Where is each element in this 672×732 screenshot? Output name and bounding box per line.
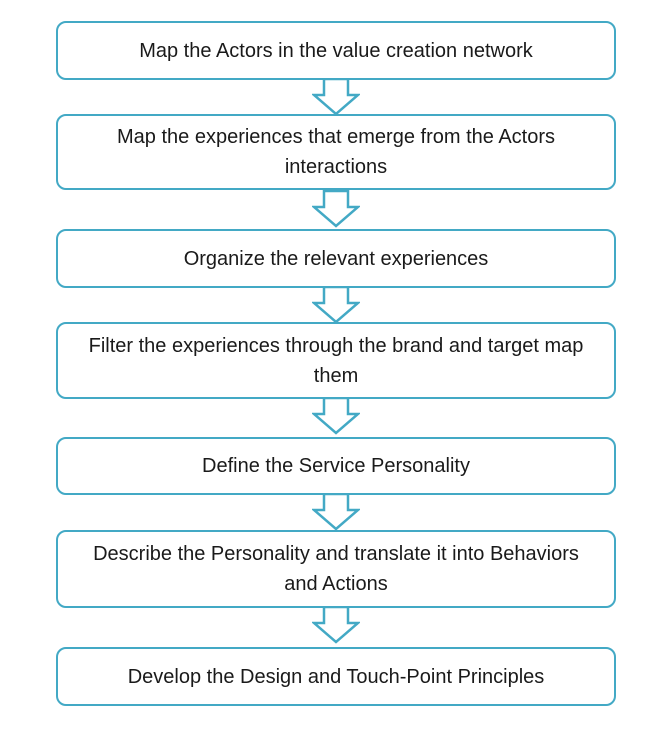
step-3-text: Organize the relevant experiences: [183, 247, 489, 270]
step-2-box: Map the experiences that emerge from the…: [56, 114, 616, 190]
down-arrow-icon: [312, 606, 360, 644]
step-3-box: Organize the relevant experiences: [56, 229, 616, 288]
step-2-text: Map the experiences that emerge from the…: [117, 126, 555, 178]
step-4-box: Filter the experiences through the brand…: [56, 322, 616, 399]
step-7-text: Develop the Design and Touch-Point Princ…: [127, 665, 545, 688]
down-arrow-icon: [312, 493, 360, 531]
step-5-box: Define the Service Personality: [56, 437, 616, 495]
step-1-box: Map the Actors in the value creation net…: [56, 21, 616, 80]
step-1-text: Map the Actors in the value creation net…: [139, 39, 533, 62]
down-arrow-icon: [312, 286, 360, 324]
step-4-text: Filter the experiences through the brand…: [88, 334, 584, 387]
down-arrow-icon: [312, 190, 360, 228]
step-5-text: Define the Service Personality: [202, 455, 470, 477]
step-7-box: Develop the Design and Touch-Point Princ…: [56, 647, 616, 706]
down-arrow-icon: [312, 397, 360, 435]
step-6-text: Describe the Personality and translate i…: [93, 543, 579, 595]
step-6-box: Describe the Personality and translate i…: [56, 530, 616, 608]
down-arrow-icon: [312, 78, 360, 116]
